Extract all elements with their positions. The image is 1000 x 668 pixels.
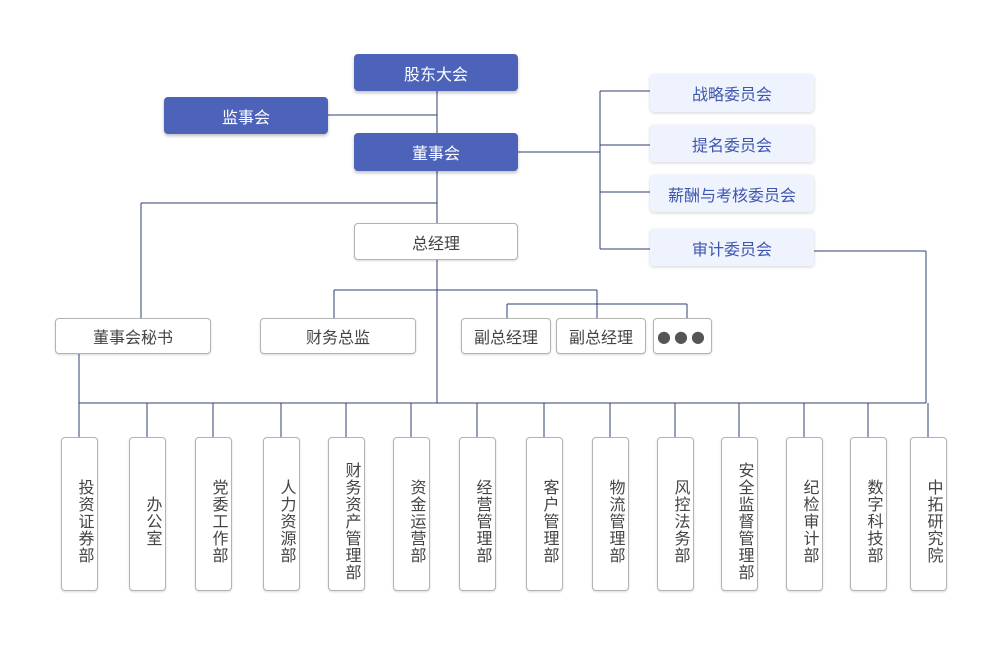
- department-node: 资金运营部: [392, 437, 430, 591]
- department-node: 物流管理部: [591, 437, 629, 591]
- department-node: 人力资源部: [262, 437, 300, 591]
- deputy-gm-node: 副总经理: [556, 318, 646, 354]
- more-node: ●●●: [653, 318, 712, 354]
- department-node: 中拓研究院: [909, 437, 947, 591]
- department-node: 客户管理部: [525, 437, 563, 591]
- department-node: 纪检审计部: [785, 437, 823, 591]
- department-node: 党委工作部: [194, 437, 232, 591]
- department-node: 风控法务部: [656, 437, 694, 591]
- committee-node: 薪酬与考核委员会: [650, 175, 814, 212]
- department-node: 财务资产管理部: [327, 437, 365, 591]
- cfo-node: 财务总监: [260, 318, 416, 354]
- board-secretary-node: 董事会秘书: [55, 318, 211, 354]
- committee-node: 提名委员会: [650, 125, 814, 162]
- committee-node: 审计委员会: [650, 229, 814, 266]
- general-manager-node: 总经理: [354, 223, 518, 260]
- department-node: 安全监督管理部: [720, 437, 758, 591]
- department-node: 经营管理部: [458, 437, 496, 591]
- committee-node: 战略委员会: [650, 74, 814, 112]
- department-node: 办公室: [128, 437, 166, 591]
- department-node: 数字科技部: [849, 437, 887, 591]
- supervisory-board-node: 监事会: [164, 97, 328, 134]
- board-of-directors-node: 董事会: [354, 133, 518, 171]
- department-node: 投资证券部: [60, 437, 98, 591]
- shareholders-meeting-node: 股东大会: [354, 54, 518, 91]
- deputy-gm-node: 副总经理: [461, 318, 551, 354]
